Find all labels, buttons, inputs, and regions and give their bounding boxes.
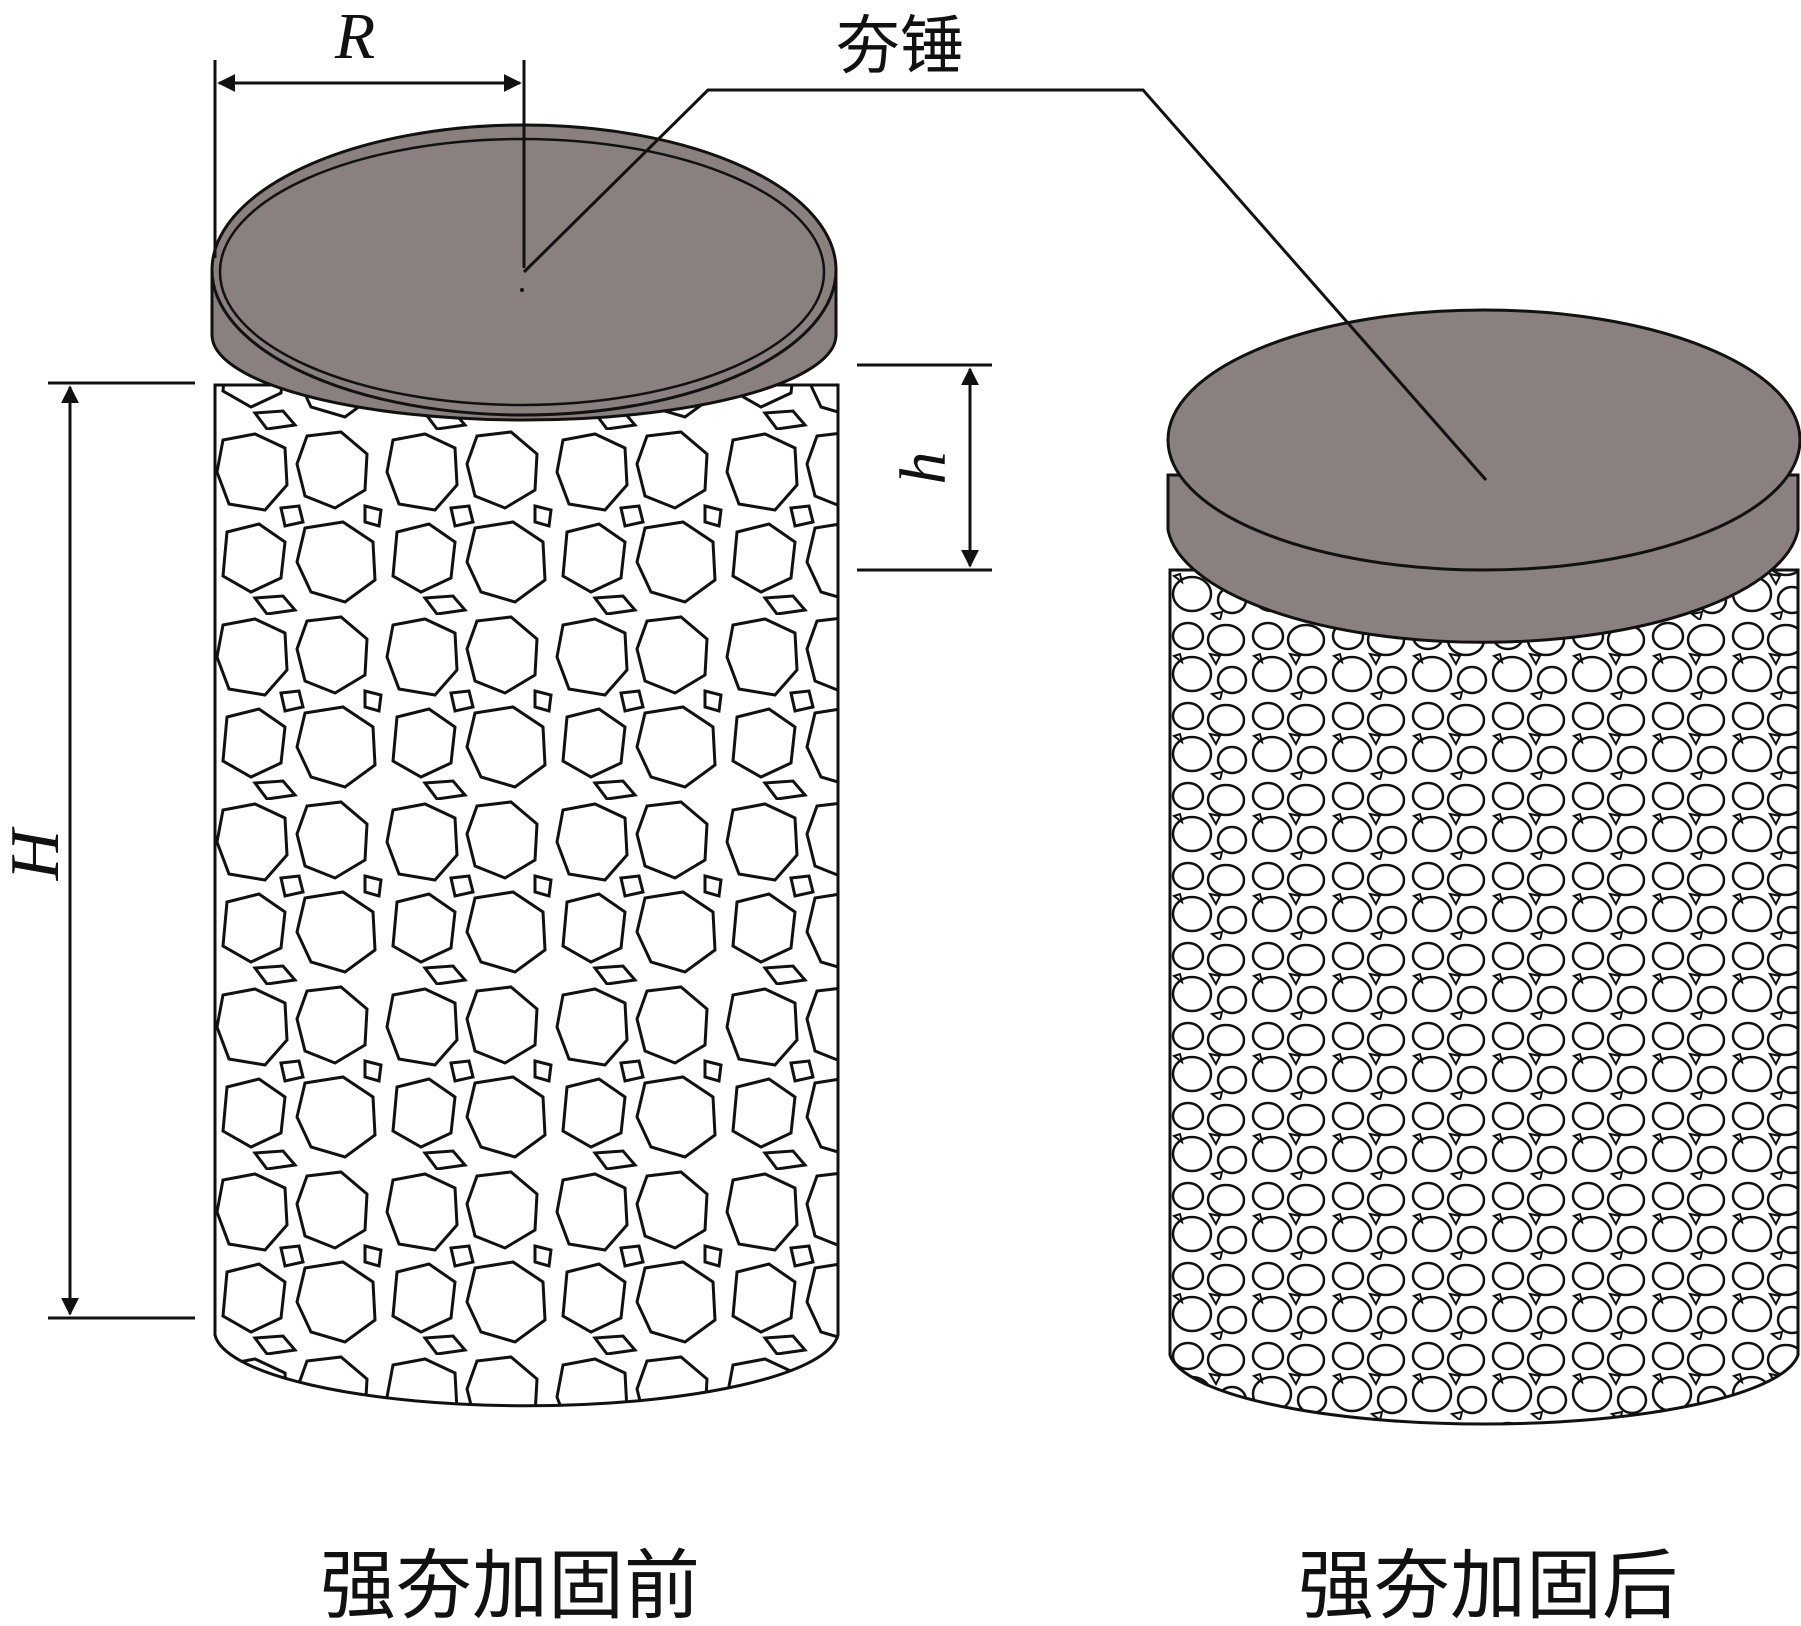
height-label: H: [0, 826, 74, 881]
caption-before: 强夯加固前: [320, 1541, 700, 1626]
drop-dimension: [857, 363, 992, 572]
hammer-inner-rim-before: [218, 137, 826, 407]
drop-label: h: [887, 452, 960, 485]
radius-dimension: [213, 60, 526, 268]
hammer-leader-lines: [522, 88, 1488, 481]
soil-body-before: [213, 383, 840, 1408]
soil-body-after: [1168, 568, 1800, 1426]
caption-after: 强夯加固后: [1298, 1541, 1678, 1626]
radius-label: R: [334, 0, 375, 73]
hammer-center-dot: [520, 288, 524, 292]
soil-column-after: [1166, 308, 1801, 1426]
hammer-label: 夯锤: [836, 10, 964, 84]
height-dimension: [48, 381, 195, 1320]
hammer-top-after: [1166, 308, 1801, 572]
soil-column-before: [210, 123, 840, 1408]
